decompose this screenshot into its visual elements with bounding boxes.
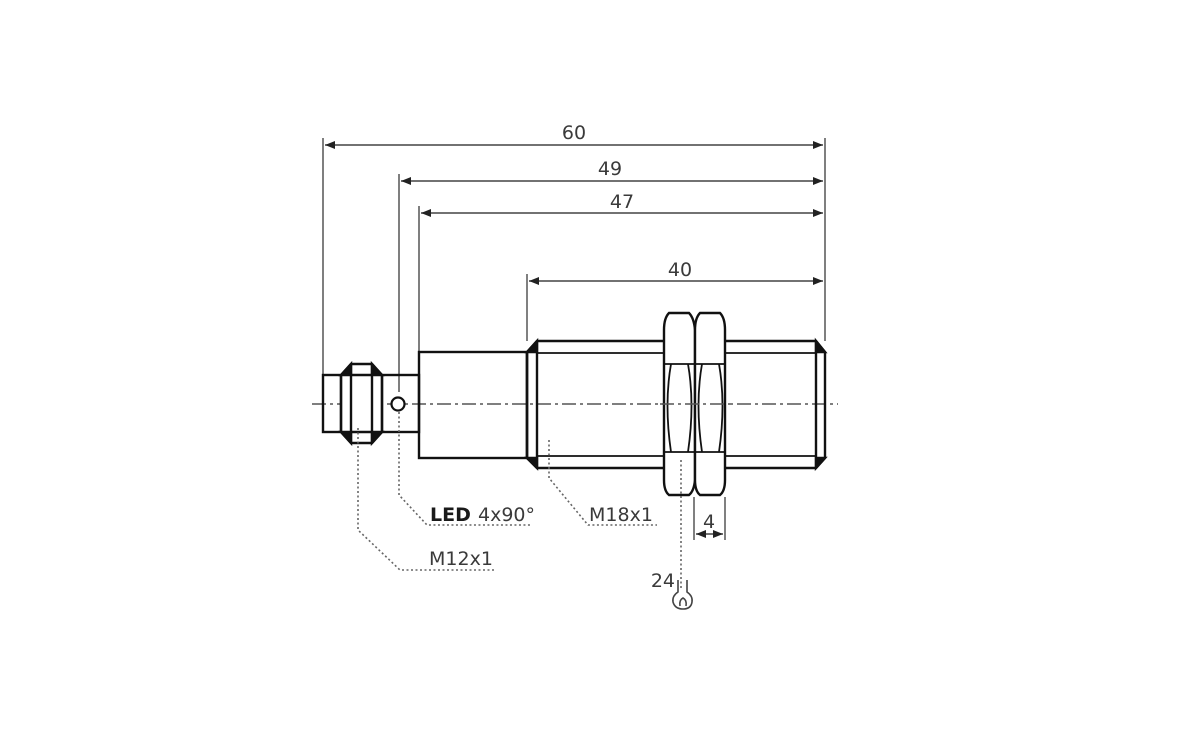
dimension-label-40: 40 (668, 259, 692, 281)
dimension-label-4: 4 (703, 511, 715, 533)
dimension-label-49: 49 (598, 158, 622, 180)
dimension-40: 40 (529, 259, 823, 285)
led-spec-label: 4x90° (478, 504, 535, 526)
sensor-housing (417, 350, 529, 460)
dimension-label-47: 47 (610, 191, 634, 213)
dimension-label-60: 60 (562, 122, 586, 144)
leader-lines (357, 412, 682, 588)
wrench-size-label: 24 (651, 570, 675, 592)
led-indicator-icon (390, 396, 406, 412)
wrench-icon (672, 580, 693, 610)
dimension-49: 49 (401, 158, 823, 185)
extension-lines (322, 138, 826, 392)
dimension-60: 60 (325, 122, 823, 149)
m18-thread-label: M18x1 (589, 504, 653, 526)
m12-thread-label: M12x1 (429, 548, 493, 570)
led-label: LED (430, 504, 471, 526)
dimension-4: 4 (693, 497, 726, 540)
dimension-47: 47 (421, 191, 823, 217)
connector-m12 (321, 360, 421, 447)
